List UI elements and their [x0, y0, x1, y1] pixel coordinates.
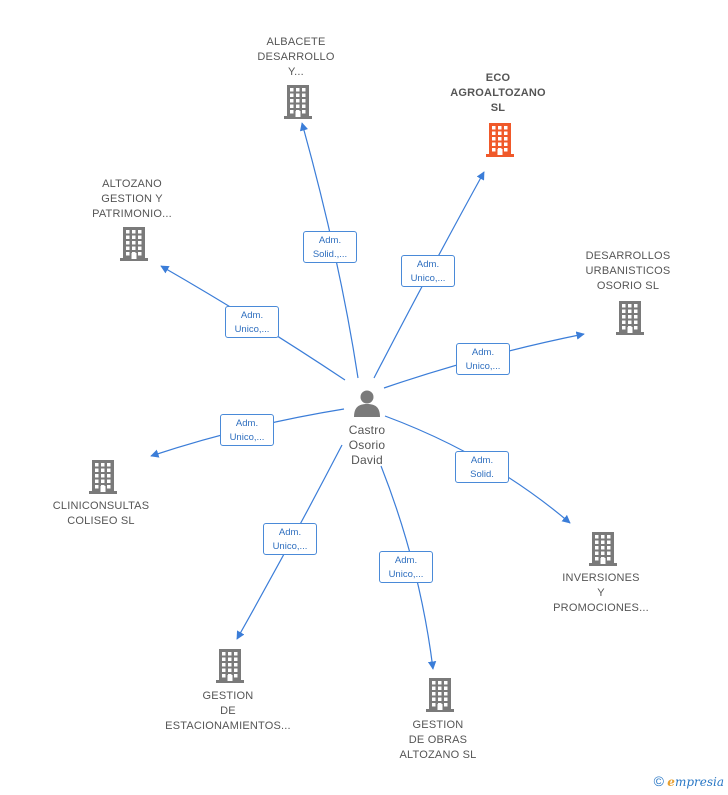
building-icon[interactable] — [425, 678, 455, 717]
building-icon[interactable] — [215, 649, 245, 688]
company-label-cliniconsultas[interactable]: CLINICONSULTAS COLISEO SL — [52, 500, 150, 527]
relation-label-estacionamientos[interactable]: Adm. Unico,... — [263, 523, 317, 555]
building-icon[interactable] — [283, 85, 313, 124]
relation-label-cliniconsultas[interactable]: Adm. Unico,... — [220, 414, 274, 446]
copyright-symbol: © — [653, 773, 664, 789]
relation-label-albacete[interactable]: Adm. Solid.,... — [303, 231, 357, 263]
relation-label-inversiones[interactable]: Adm. Solid. — [455, 451, 509, 483]
relation-label-obras[interactable]: Adm. Unico,... — [379, 551, 433, 583]
company-label-obras[interactable]: GESTION DE OBRAS ALTOZANO SL — [399, 719, 477, 761]
brand-initial: e — [667, 775, 675, 789]
company-label-eco[interactable]: ECO AGROALTOZANO SL — [450, 72, 546, 114]
building-icon[interactable] — [485, 123, 515, 162]
person-name[interactable]: Castro Osorio David — [348, 423, 386, 467]
person-icon[interactable] — [352, 388, 382, 423]
company-label-albacete[interactable]: ALBACETE DESARROLLO Y... — [257, 36, 335, 78]
relation-label-altozano-gestion[interactable]: Adm. Unico,... — [225, 306, 279, 338]
building-icon[interactable] — [119, 227, 149, 266]
building-icon[interactable] — [615, 301, 645, 340]
footer-brand[interactable]: © empresia — [654, 773, 724, 789]
relation-label-eco[interactable]: Adm. Unico,... — [401, 255, 455, 287]
building-icon[interactable] — [88, 460, 118, 499]
company-label-altozano-gestion[interactable]: ALTOZANO GESTION Y PATRIMONIO... — [92, 178, 172, 220]
brand-name: mpresia — [674, 775, 724, 789]
relation-label-desarrollos[interactable]: Adm. Unico,... — [456, 343, 510, 375]
company-label-estacionamientos[interactable]: GESTION DE ESTACIONAMIENTOS... — [165, 690, 291, 732]
company-label-desarrollos[interactable]: DESARROLLOS URBANISTICOS OSORIO SL — [585, 250, 671, 292]
company-label-inversiones[interactable]: INVERSIONES Y PROMOCIONES... — [553, 572, 649, 614]
building-icon[interactable] — [588, 532, 618, 571]
